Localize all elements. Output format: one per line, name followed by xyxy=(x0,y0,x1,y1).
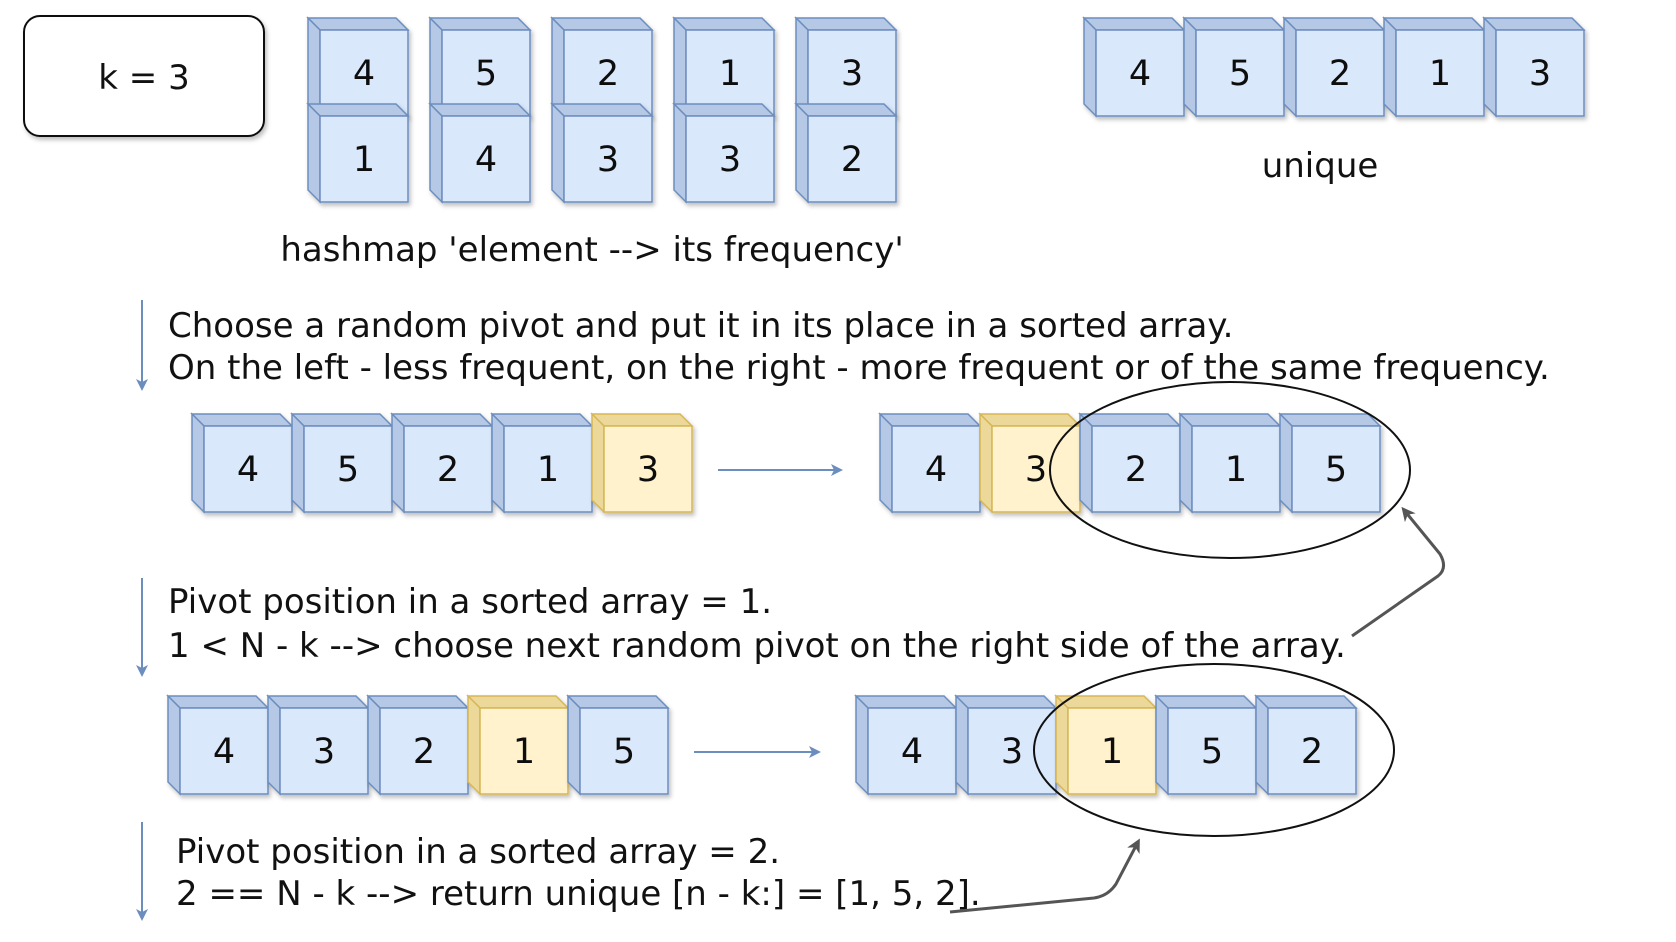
step2-after-array: 4 3 1 5 2 xyxy=(854,694,1358,796)
cube-value: 2 xyxy=(841,140,863,180)
array-cube: 3 xyxy=(266,694,370,796)
cube-value: 1 xyxy=(1429,54,1451,94)
cube-value: 3 xyxy=(313,732,335,772)
cube-value: 4 xyxy=(213,732,235,772)
cube-value: 4 xyxy=(901,732,923,772)
pivot-cube: 3 xyxy=(978,412,1082,514)
step1-right-side-ellipse xyxy=(1049,381,1411,559)
hashmap-caption: hashmap 'element --> its frequency' xyxy=(280,230,903,270)
array-cube: 2 xyxy=(390,412,494,514)
unique-caption: unique xyxy=(1262,146,1379,186)
hashmap-freq-cube: 4 xyxy=(428,102,532,204)
step3-line1: Pivot position in a sorted array = 2. xyxy=(176,832,780,872)
cube-value: 3 xyxy=(1025,450,1047,490)
cube-value: 2 xyxy=(413,732,435,772)
pivot-cube: 1 xyxy=(466,694,570,796)
cube-value: 5 xyxy=(613,732,635,772)
hashmap-key-cube: 3 xyxy=(794,16,898,118)
array-cube: 2 xyxy=(1282,16,1386,118)
cube-value: 4 xyxy=(1129,54,1151,94)
step2-before-array: 4 3 2 1 5 xyxy=(166,694,670,796)
unique-cubes: 4 5 2 1 3 xyxy=(1082,16,1586,118)
cube-value: 5 xyxy=(1325,450,1347,490)
hashmap-freq-cube: 3 xyxy=(672,102,776,204)
step2-curved-arrow xyxy=(1351,506,1445,638)
step1-line2: On the left - less frequent, on the righ… xyxy=(168,348,1550,388)
cube-value: 4 xyxy=(353,54,375,94)
cube-value: 2 xyxy=(1301,732,1323,772)
array-cube: 1 xyxy=(490,412,594,514)
hashmap-freq-cube: 1 xyxy=(306,102,410,204)
hashmap-key-cube: 4 xyxy=(306,16,410,118)
cube-value: 1 xyxy=(537,450,559,490)
cube-value: 1 xyxy=(353,140,375,180)
array-cube: 3 xyxy=(954,694,1058,796)
cube-value: 2 xyxy=(1125,450,1147,490)
step2-line2: 1 < N - k --> choose next random pivot o… xyxy=(168,626,1346,666)
pivot-cube: 1 xyxy=(1054,694,1158,796)
pivot-cube: 3 xyxy=(590,412,694,514)
step2-line1: Pivot position in a sorted array = 1. xyxy=(168,582,772,622)
array-cube: 4 xyxy=(854,694,958,796)
cube-value: 1 xyxy=(1225,450,1247,490)
k-box: k = 3 xyxy=(23,15,265,137)
array-cube: 4 xyxy=(190,412,294,514)
cube-value: 4 xyxy=(237,450,259,490)
cube-value: 3 xyxy=(1529,54,1551,94)
array-cube: 1 xyxy=(1382,16,1486,118)
hashmap-key-cube: 1 xyxy=(672,16,776,118)
array-cube: 1 xyxy=(1178,412,1282,514)
cube-value: 4 xyxy=(475,140,497,180)
array-cube: 5 xyxy=(1182,16,1286,118)
step3-line2: 2 == N - k --> return unique [n - k:] = … xyxy=(176,874,981,914)
array-cube: 5 xyxy=(290,412,394,514)
cube-value: 4 xyxy=(925,450,947,490)
step1-after-array: 4 3 2 1 5 xyxy=(878,412,1382,514)
cube-value: 1 xyxy=(513,732,535,772)
cube-value: 1 xyxy=(1101,732,1123,772)
step1-line1: Choose a random pivot and put it in its … xyxy=(168,306,1233,346)
k-label: k = 3 xyxy=(98,58,189,98)
cube-value: 5 xyxy=(1229,54,1251,94)
cube-value: 1 xyxy=(719,54,741,94)
hashmap-cubes: 4 1 5 4 2 3 1 3 3 2 xyxy=(306,16,898,204)
hashmap-key-cube: 2 xyxy=(550,16,654,118)
cube-value: 2 xyxy=(437,450,459,490)
array-cube: 4 xyxy=(878,412,982,514)
step2-result-ellipse xyxy=(1033,663,1395,837)
array-cube: 5 xyxy=(1278,412,1382,514)
array-cube: 4 xyxy=(166,694,270,796)
step3-curved-arrow xyxy=(949,838,1140,914)
cube-value: 5 xyxy=(1201,732,1223,772)
array-cube: 2 xyxy=(366,694,470,796)
cube-value: 2 xyxy=(597,54,619,94)
hashmap-key-cube: 5 xyxy=(428,16,532,118)
array-cube: 3 xyxy=(1482,16,1586,118)
cube-value: 5 xyxy=(475,54,497,94)
hashmap-freq-cube: 2 xyxy=(794,102,898,204)
cube-value: 3 xyxy=(841,54,863,94)
step1-before-array: 4 5 2 1 3 xyxy=(190,412,694,514)
cube-value: 3 xyxy=(597,140,619,180)
array-cube: 2 xyxy=(1078,412,1182,514)
cube-value: 3 xyxy=(719,140,741,180)
cube-value: 3 xyxy=(1001,732,1023,772)
array-cube: 5 xyxy=(566,694,670,796)
cube-value: 2 xyxy=(1329,54,1351,94)
array-cube: 4 xyxy=(1082,16,1186,118)
hashmap-freq-cube: 3 xyxy=(550,102,654,204)
array-cube: 2 xyxy=(1254,694,1358,796)
array-cube: 5 xyxy=(1154,694,1258,796)
cube-value: 3 xyxy=(637,450,659,490)
cube-value: 5 xyxy=(337,450,359,490)
